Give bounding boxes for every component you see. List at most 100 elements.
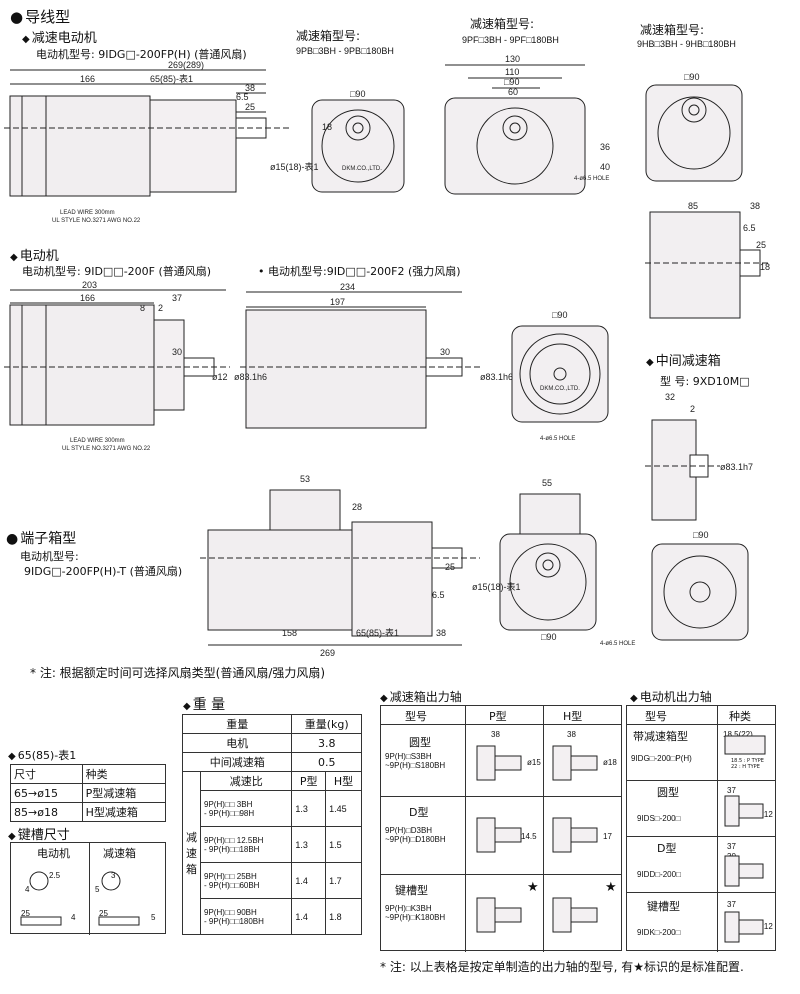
kw-g3: 25 [99,909,108,918]
weight-title: 重 量 [183,694,225,714]
dim-37: 37 [172,293,182,303]
ms-37a: 37 [727,786,736,795]
dim-130: 130 [505,54,520,64]
dim-2-b: 2 [690,404,695,414]
gs-star-p: ★ [527,880,539,895]
dim-53: 53 [300,474,310,484]
gs-h0: 型号 [405,710,427,723]
dim-38-c: 38 [436,628,446,638]
w-side: 减速箱 [182,771,201,935]
ms-m3: 9IDK□-200□ [637,928,681,937]
ms-37c: 37 [727,900,736,909]
kw-m4: 4 [71,913,76,922]
gs-14: 14.5 [521,832,537,841]
t1-r0c0: 65→ø15 [10,783,83,803]
gear-shaft-title: 减速箱出力轴 [380,688,462,705]
terminal-model: 9IDG□-200FP(H)-T (普通风扇) [24,565,183,578]
reducer-gearhead-body [149,99,237,193]
gs-m2: 9P(H)□K3BH ~9P(H)□K180BH [385,904,446,922]
gearhead-title-3: 减速箱型号: [640,23,705,37]
gs-h2: H型 [563,710,583,723]
hole-label-2: 4-ø6.5 HOLE [540,436,575,442]
terminal-box [269,489,341,531]
gs-round: 圆型 [409,736,431,749]
dim-2: 2 [158,303,163,313]
dim-18-a: 18 [322,122,332,132]
dim-55: 55 [542,478,552,488]
kw-m2: 4 [25,885,30,894]
dim-234: 234 [340,282,355,292]
dim-15-18-b: ø15(18)-表1 [472,581,521,592]
ms-m1: 9IDS□-200□ [637,814,681,823]
reducer-motor-heading: 减速电动机 [22,27,97,46]
middle-reducer-front [651,543,749,641]
ms-m2: 9IDD□-200□ [637,870,681,879]
dim-166-b: 166 [80,293,95,303]
middle-model: 型 号: 9XD10M□ [660,375,750,388]
dim-85: 85 [688,201,698,211]
gs-m1: 9P(H)□D3BH ~9P(H)□D180BH [385,826,446,844]
t1-h0: 尺寸 [10,764,83,784]
motor-model-a: 电动机型号: 9ID□□-200F (普通风扇) [22,265,212,278]
ms-185: 18.5(22) [723,730,753,739]
dim-65-b: 65(85)-表1 [356,627,399,638]
gs-star-h: ★ [605,880,617,895]
ul-style-2: UL STYLE NO.3271 AWG NO.22 [62,446,151,452]
dkm-1: DKM.CO.,LTD. [342,166,382,172]
dkm-2: DKM.CO.,LTD. [540,386,580,392]
keyway-gear: 减速箱 [103,847,136,860]
lead-wire-1: LEAD WIRE 300mm [60,210,115,216]
reducer-motor-model: 电动机型号: 9IDG□-200FP(H) (普通风扇) [36,48,247,61]
dim-30-b: 30 [440,347,450,357]
middle-reducer-side [651,419,697,521]
middle-reducer-heading: 中间减速箱 [646,350,721,369]
w-h0: 重量 [181,714,293,734]
dim-12: ø12 [212,372,228,382]
gs-h1: P型 [489,710,507,723]
dim-36: 36 [600,142,610,152]
gearhead-title-2: 减速箱型号: [470,17,535,31]
dim-25-c: 25 [445,562,455,572]
kw-g4: 5 [151,913,156,922]
table1-title: 65(85)-表1 [8,747,77,763]
dim-158: 158 [282,628,297,638]
terminal-heading: 端子箱型 [6,528,76,548]
w-r1c1: 0.5 [291,752,362,772]
motor-model-b: • 电动机型号:9ID□□-200F2 (强力风扇) [258,265,461,278]
ms-g2: D型 [657,842,677,855]
motor-body-2 [245,309,427,429]
ms-m0: 9IDG□-200□P(H) [631,754,692,763]
w-h2v: 1.7 [325,862,362,899]
w-rt0: 9P(H)□□ 3BH - 9P(H)□□98H [199,790,293,827]
ul-style-1: UL STYLE NO.3271 AWG NO.22 [52,218,141,224]
w-r0c1: 3.8 [291,733,362,753]
ms-37b: 37 [727,842,736,851]
gs-15: ø15 [527,758,541,767]
bottom-note: * 注: 以上表格是按定单制造的出力轴的型号, 有★标识的是标准配置. [380,960,744,974]
motor-body [9,304,155,426]
t1-r0c1: P型减速箱 [81,783,167,803]
dim-8: 8 [140,303,145,313]
keyway-motor: 电动机 [37,847,70,860]
ms-g0: 带减速箱型 [633,730,688,743]
gearhead-title-1: 减速箱型号: [296,29,361,43]
w-r1c0: 中间减速箱 [181,752,293,772]
w-p0: 1.3 [291,790,327,827]
ms-h1: 种类 [729,710,751,723]
kw-m3: 25 [21,909,30,918]
motor-shaft-table: 型号 种类 带减速箱型 9IDG□-200□P(H) 圆型 9IDS□-200□… [626,705,776,952]
dim-38: 38 [245,83,255,93]
dim-32: 32 [665,392,675,402]
lead-type-heading: 导线型 [10,6,70,27]
ms-12b: ø12 [759,922,773,931]
dim-18-b: 18 [760,262,770,272]
keyway-drawings [20,871,140,926]
dim-83-a: ø83.1h6 [234,372,267,382]
keyway-box: 电动机 减速箱 2.5 4 25 4 3 5 25 5 [10,842,166,935]
ms-12a: ø12 [759,810,773,819]
reducer-motor-body [9,95,151,197]
dim-15-18: ø15(18)-表1 [270,161,319,172]
